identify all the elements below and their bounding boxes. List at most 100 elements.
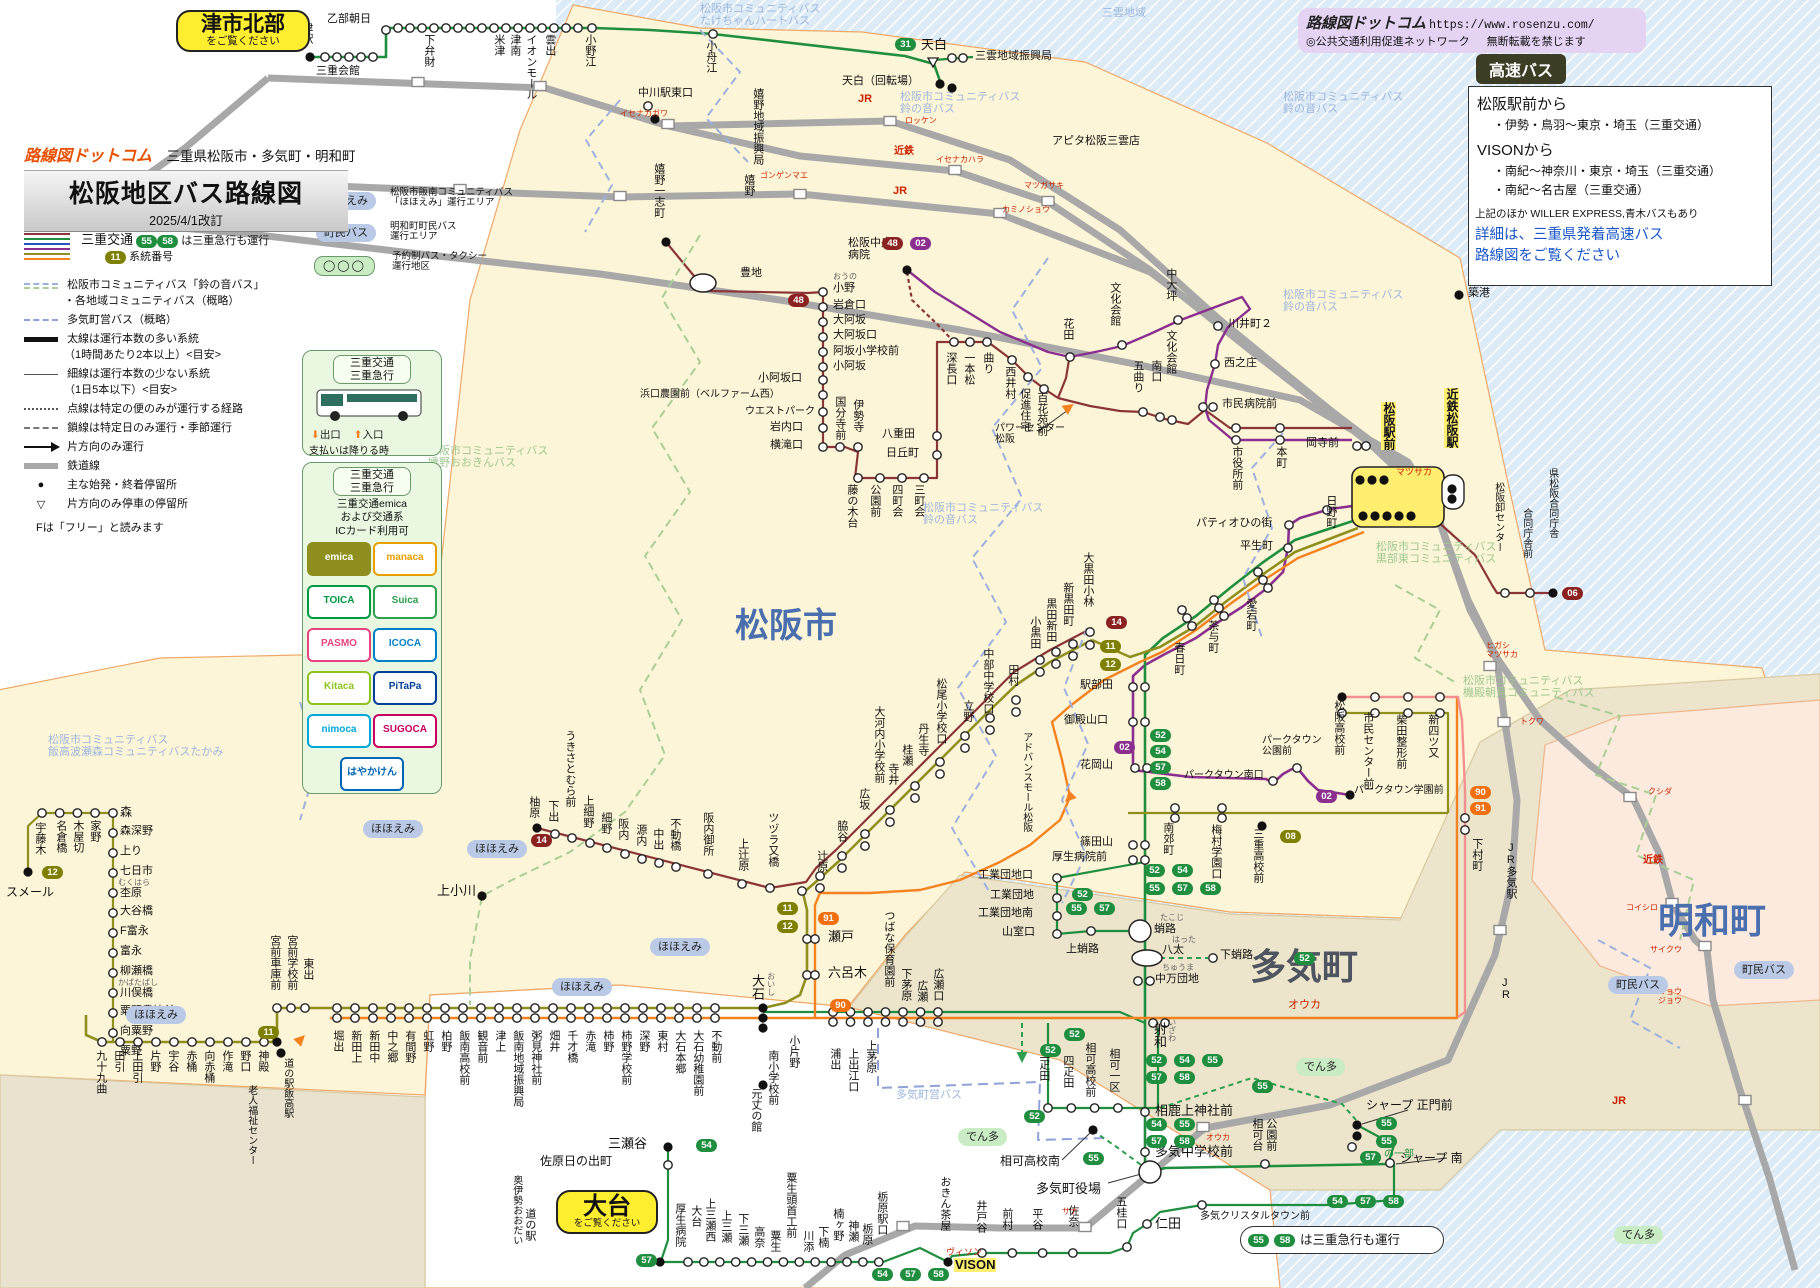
legend-community: 松阪市コミュニティバス「鈴の音バス」 ・各地域コミュニティバス（概略） — [24, 276, 324, 308]
rail-station — [993, 207, 1007, 219]
bus-stop — [368, 52, 378, 62]
map-label: かばたばし — [118, 978, 158, 987]
legend-thick2: （1時間あたり2本以上）<目安> — [64, 349, 222, 361]
terminal-stop — [1352, 1131, 1362, 1141]
map-label: サナ — [1062, 1207, 1078, 1216]
bus-stop — [1435, 708, 1445, 718]
bus-stop — [1284, 520, 1294, 530]
service-area-pill: 町民バス — [1734, 961, 1794, 979]
bus-stop — [344, 52, 354, 62]
bus-stop — [620, 1003, 630, 1013]
map-label: ヴィソン — [946, 1247, 983, 1257]
map-label: 深長口 — [944, 352, 957, 385]
bus-stop — [935, 769, 945, 779]
bus-stop — [1337, 708, 1347, 718]
ic-card-PiTaPa: PiTaPa — [373, 670, 437, 705]
terminal-stop — [1367, 475, 1377, 485]
bus-stop — [837, 851, 847, 861]
map-label: ミョウ ジョウ — [1658, 987, 1682, 1005]
bus-stop — [880, 1017, 891, 1027]
bus-stop — [525, 23, 535, 33]
map-label: 高奈 — [752, 1226, 765, 1248]
bus-stop — [115, 1037, 125, 1047]
map-label: 上三瀬西 — [703, 1198, 716, 1242]
map-label: 瀬戸 — [828, 929, 855, 944]
map-label: マツガサキ — [1024, 181, 1064, 190]
note55-badge2: 58 — [1274, 1234, 1296, 1248]
route-number-badge: 55 — [1376, 1117, 1397, 1130]
map-label: 平谷 — [1030, 1208, 1043, 1230]
bus-stop — [1214, 603, 1224, 613]
rosenzu-url[interactable]: https://www.rosenzu.com/ — [1429, 19, 1595, 32]
bus-stop — [674, 1003, 684, 1013]
map-label: オウカ — [1288, 999, 1321, 1011]
bus-stop — [915, 1017, 926, 1027]
map-label: 文化会館 — [1164, 330, 1177, 374]
terminal-stop — [758, 1023, 768, 1033]
bus-stop — [1370, 692, 1380, 702]
map-label: 南口 — [1149, 360, 1162, 382]
route-number-badge: 12 — [42, 866, 63, 879]
bus-stop — [1130, 763, 1140, 773]
bus-stop — [1007, 355, 1017, 365]
terminal-stop — [1379, 475, 1389, 485]
highway-bus-heading: 高速バス — [1476, 54, 1566, 84]
map-label: 松阪市コミュニティバス 機殿朝見コミュニティバス — [1463, 675, 1595, 699]
map-label: 楠ヶ野 — [831, 1208, 844, 1241]
map-label: クシダ — [1648, 787, 1672, 796]
map-label: シャープ 南 — [1400, 1151, 1463, 1165]
map-label: サイクウ — [1650, 945, 1682, 954]
map-label: 松阪高校前 — [1332, 700, 1345, 755]
bus-stop — [1500, 588, 1510, 598]
map-label: 六呂木 — [828, 965, 868, 980]
bus-stop — [737, 879, 747, 889]
rosenzu-credit-badge: 路線図ドットコム https://www.rosenzu.com/ ◎公共交通利… — [1298, 8, 1646, 53]
map-label: 富永 — [120, 945, 142, 957]
rail-station — [1698, 940, 1712, 952]
map-label: 工業団地 — [990, 889, 1034, 901]
bus-stop — [1170, 813, 1180, 823]
bus-stop — [573, 23, 583, 33]
map-label: 三雲地域振興局 — [975, 50, 1052, 62]
bus-route-line — [1242, 432, 1284, 639]
legend-terminal-label: 主な始発・終着停留所 — [67, 479, 178, 491]
bus-stop — [958, 53, 968, 63]
bus-stop — [1217, 803, 1227, 813]
map-label: 広坂 — [857, 788, 870, 810]
route-number-badge: 55 — [1144, 882, 1165, 895]
map-label: イセナカハラ — [936, 155, 984, 164]
rail-station — [1665, 897, 1679, 909]
map-label: 元丈の館 — [749, 1088, 762, 1132]
map-label: 松阪市コミュニティバス 黒部東コミュニティバス — [1376, 541, 1497, 565]
route-number-badge: 52 — [1150, 729, 1171, 742]
bus-stop — [1167, 415, 1177, 425]
bus-route-line — [1554, 696, 1695, 941]
service-area-pill: でん多 — [958, 1128, 1007, 1146]
map-label: 雲出 — [543, 34, 556, 56]
map-label: イセナカガワ — [620, 109, 668, 118]
map-label: 多気中学校前 — [1155, 1144, 1234, 1159]
terminal-stop — [1337, 692, 1347, 702]
route-number-badge: 55 — [1174, 1118, 1195, 1131]
map-label: 中川駅東口 — [638, 87, 693, 99]
route-number-badge: 54 — [1146, 1118, 1167, 1131]
terminal-stop — [758, 1013, 768, 1023]
bus-stop — [300, 1003, 310, 1013]
map-label: 小舟江 — [704, 40, 717, 73]
bus-stop — [692, 1003, 702, 1013]
highway-from2: VISONから — [1477, 142, 1554, 159]
map-label: 大阿坂口 — [833, 329, 877, 341]
map-label: スメール — [6, 885, 55, 899]
route-number-badge: 54 — [1172, 864, 1193, 877]
map-label: オウカ — [1206, 1133, 1230, 1142]
map-label: 松阪駅前 — [1381, 402, 1396, 450]
bus-stop — [1128, 682, 1138, 692]
bus-stop — [477, 23, 487, 33]
bus-stop — [133, 1037, 143, 1047]
route-number-badge: 90 — [830, 999, 851, 1012]
bus-stop — [1140, 1107, 1150, 1117]
legend-thick1: 太線は運行本数の多い系統 — [67, 333, 200, 345]
map-label: 促進住宅 — [1018, 388, 1031, 432]
legend-reserve-pill: ◯◯◯ — [314, 256, 375, 276]
map-label: 七日市 — [120, 865, 153, 877]
